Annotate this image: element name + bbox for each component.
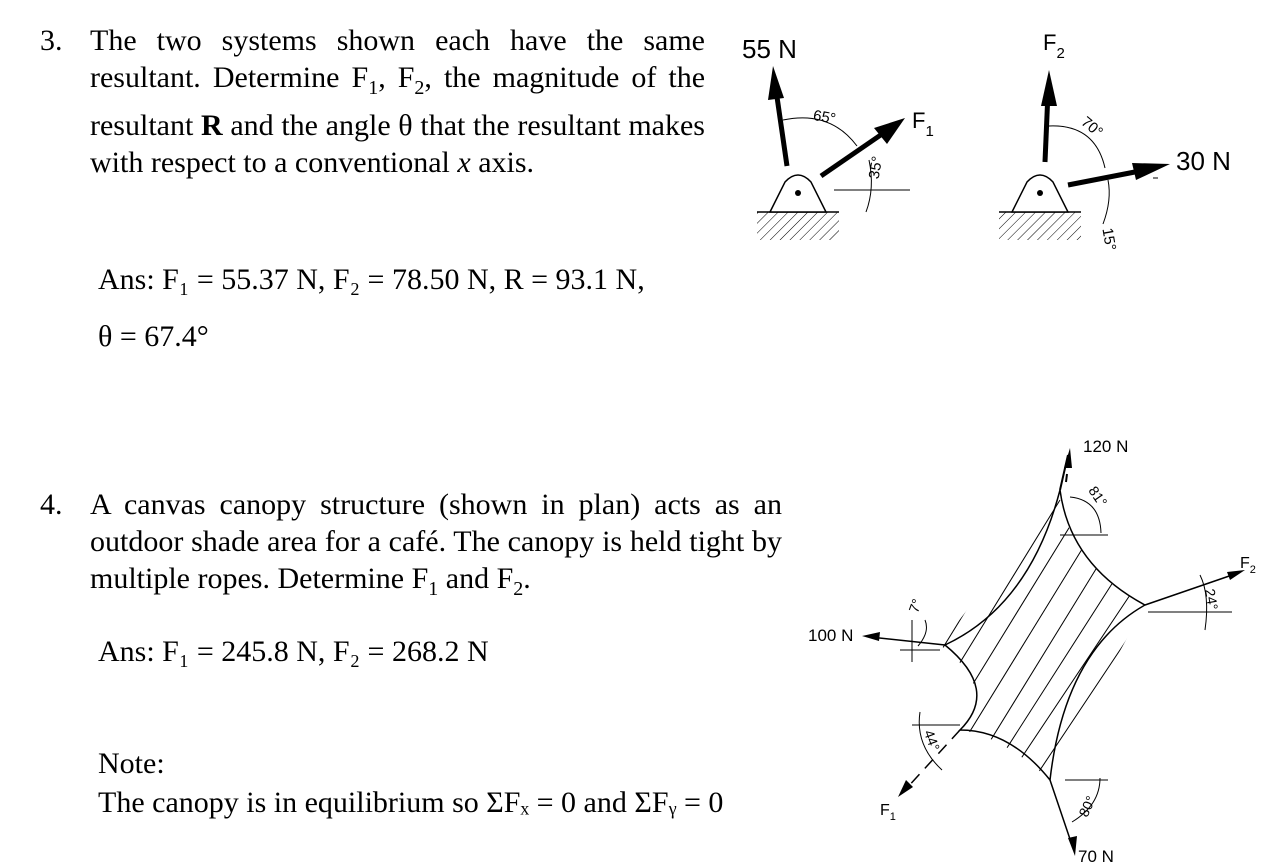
problem-3-answer-line-2: θ = 67.4°	[98, 320, 209, 353]
problem-4-statement: A canvas canopy structure (shown in plan…	[90, 486, 782, 608]
force-f2-arrowhead	[1041, 70, 1057, 106]
label-81-deg: 81°	[1085, 483, 1110, 510]
problem-4-note-title: Note:	[98, 747, 165, 780]
label-f1-canopy: F1	[880, 802, 896, 823]
force-55n-shaft	[773, 89, 790, 167]
problem-3-text-b: , F	[378, 61, 415, 94]
problem-4-note-text: The canopy is in equilibrium so ΣFₓ = 0 …	[98, 786, 724, 819]
angle-arc-81	[1069, 496, 1102, 534]
label-55n: 55 N	[742, 34, 797, 64]
angle-arc-15	[1102, 179, 1110, 225]
problem-4-answer: Ans: F₁ = 245.8 N, F₂ = 268.2 N	[98, 635, 489, 668]
force-55n-arrowhead	[768, 66, 784, 100]
label-7-deg: 7°	[905, 597, 925, 615]
rope-f2	[1144, 572, 1239, 606]
subscript: 2	[414, 77, 425, 99]
rope-100n	[869, 636, 946, 646]
italic-x: x	[457, 146, 471, 179]
bold-r: R	[200, 109, 223, 142]
f-letter: F	[1240, 555, 1250, 572]
label-80-deg: 80°	[1075, 793, 1098, 819]
rope-120n-arrow	[1064, 448, 1072, 468]
label-15-deg: 15°	[1098, 227, 1119, 252]
label-f2-canopy: F2	[1240, 555, 1256, 576]
label-100n: 100 N	[808, 626, 853, 645]
canopy-shape	[940, 489, 1147, 782]
angle-arc-80	[1071, 777, 1101, 823]
angle-arc-7	[917, 619, 927, 647]
right-system-figure	[999, 70, 1170, 240]
canopy-outline	[943, 489, 1147, 782]
problem-3-text-d: and the angle θ that the resultant makes…	[90, 109, 705, 179]
problem-4-text-c: .	[523, 562, 531, 595]
pin-support	[1010, 174, 1070, 213]
problem-3-number: 3.	[40, 24, 63, 57]
force-30n-shaft	[1067, 168, 1141, 188]
canopy-hatching	[940, 490, 1145, 780]
f-letter: F	[880, 802, 890, 819]
problem-3-text-a: The two systems shown each have the same…	[90, 24, 705, 94]
angle-arc-35	[865, 159, 872, 213]
problem-3-text-e: axis.	[470, 146, 535, 179]
problem-3-statement: The two systems shown each have the same…	[90, 22, 705, 181]
subscript: 1	[368, 77, 379, 99]
angle-arc-65	[782, 117, 858, 147]
angle-arc-24	[1199, 574, 1208, 631]
rope-70n-arrow	[1068, 836, 1077, 856]
label-70-deg: 70°	[1078, 113, 1106, 141]
rope-120n	[1059, 454, 1069, 491]
left-system-figure	[757, 66, 910, 240]
f-letter: F	[1043, 30, 1056, 55]
force-30n-arrowhead	[1132, 163, 1170, 180]
subscript: 2	[513, 578, 524, 600]
force-f1-shaft	[819, 129, 887, 179]
label-30n: 30 N	[1176, 146, 1231, 176]
rope-70n	[1049, 779, 1074, 849]
problem-3-answer-line-1: Ans: F₁ = 55.37 N, F₂ = 78.50 N, R = 93.…	[98, 263, 645, 296]
problem-3-text-c: , the magnitude of the resultant	[90, 61, 706, 142]
label-35-deg: 35°	[866, 155, 887, 180]
f-subscript: 2	[1056, 45, 1064, 62]
rope-f1	[904, 729, 961, 791]
f-subscript: 1	[925, 123, 933, 140]
pin	[795, 190, 801, 196]
label-44-deg: 44°	[921, 728, 943, 753]
ground-hatch	[757, 212, 839, 240]
rope-120n-dash	[1065, 473, 1068, 483]
subscript: 1	[428, 578, 439, 600]
label-24-deg: 24°	[1202, 588, 1221, 612]
pin-support	[768, 174, 828, 213]
pin	[1037, 190, 1043, 196]
rope-f2-arrow	[1227, 570, 1245, 580]
label-f2: F2	[1043, 30, 1065, 62]
f-subscript: 2	[1250, 564, 1256, 576]
label-65-deg: 65°	[812, 107, 837, 128]
angle-arc-70	[1048, 125, 1106, 169]
problem-4-text-a: A canvas canopy structure (shown in plan…	[90, 488, 782, 595]
rope-100n-arrow	[862, 632, 880, 641]
force-f1-arrowhead	[874, 118, 905, 144]
ground-hatch	[999, 212, 1081, 240]
label-70n: 70 N	[1078, 847, 1114, 866]
rope-f1-arrow	[898, 780, 913, 797]
f-subscript: 1	[890, 811, 896, 823]
label-f1: F1	[912, 108, 934, 140]
f-letter: F	[912, 108, 925, 133]
force-f2-shaft	[1042, 91, 1051, 163]
angle-arc-44	[918, 711, 943, 771]
label-120n: 120 N	[1083, 437, 1128, 456]
problem-4-number: 4.	[40, 488, 63, 521]
problem-4-text-b: and F	[438, 562, 514, 595]
